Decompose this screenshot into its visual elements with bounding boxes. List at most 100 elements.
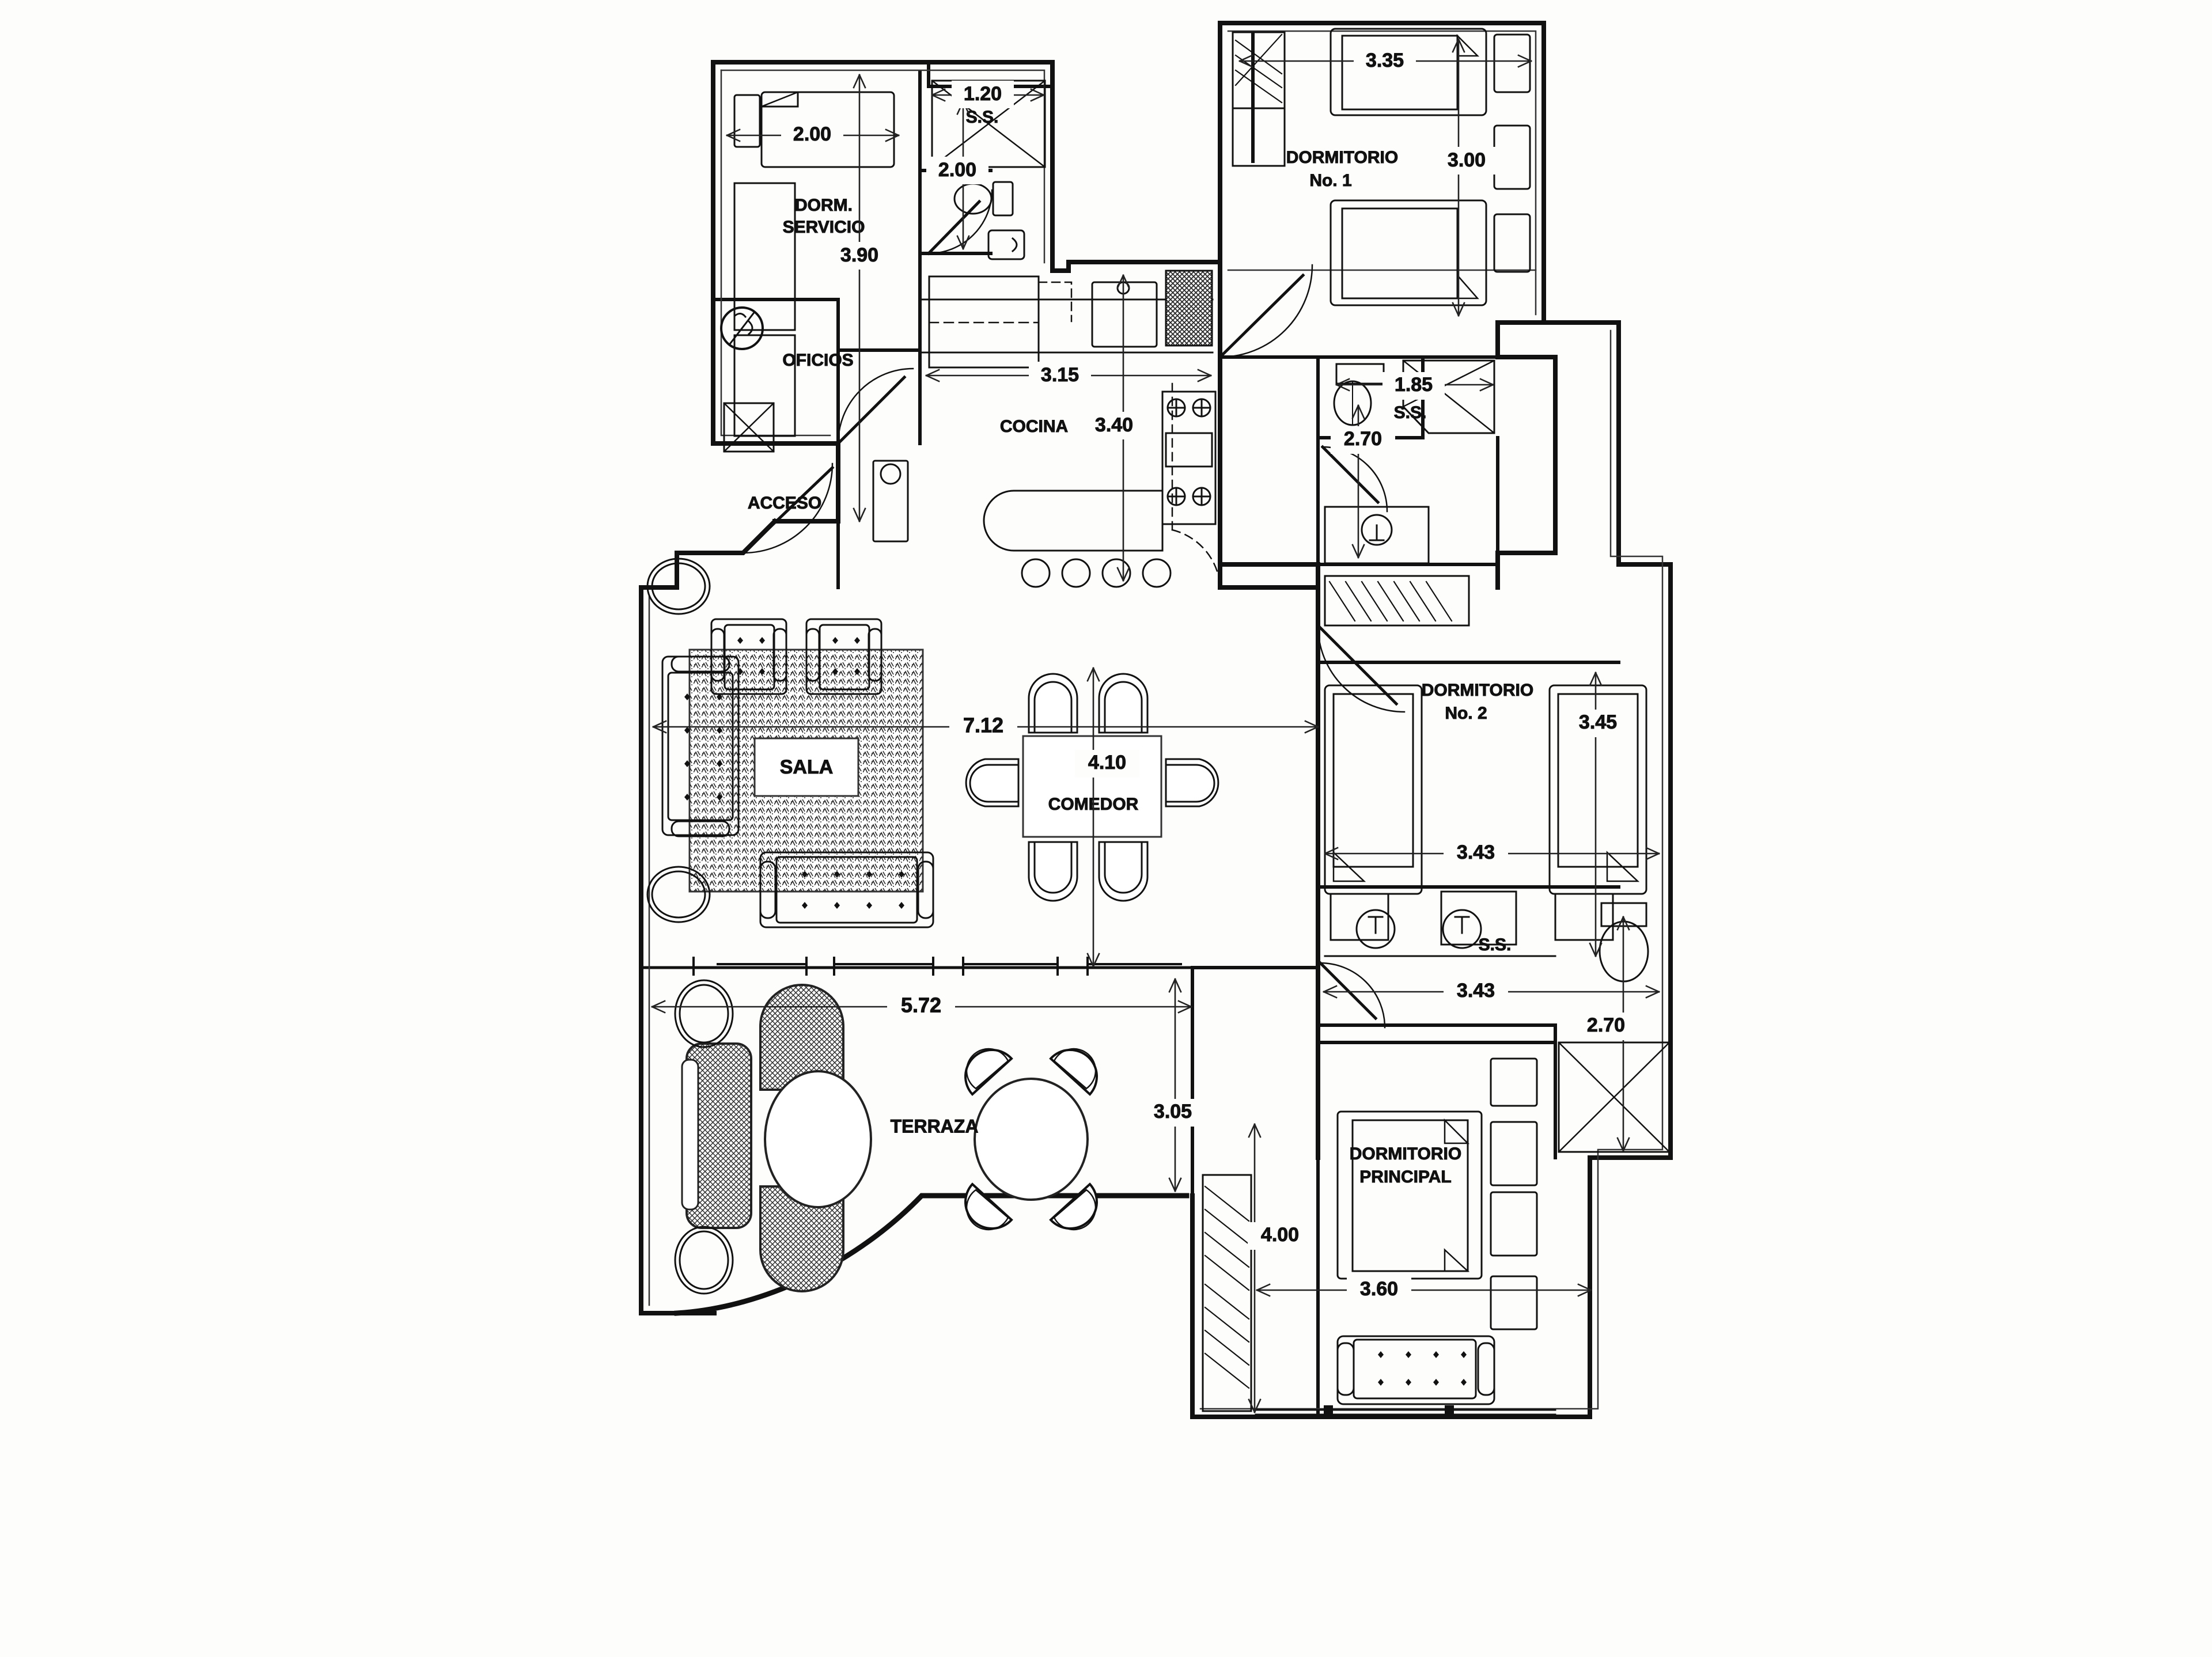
sofa-icon (661, 655, 740, 837)
room-cocina: COCINA (921, 264, 1313, 588)
patio-chair-icon (1049, 1182, 1099, 1231)
dresser-icon (1440, 890, 1517, 946)
sofa-icon (759, 851, 934, 928)
dim-label-ss-dorm1-h: 2.70 (1344, 428, 1382, 450)
twin-bed-icon (1330, 199, 1531, 306)
room-label-dorm2-l1: DORMITORIO (1422, 681, 1533, 700)
refrigerator-icon (928, 275, 1073, 369)
patio-round-table-icon (974, 1078, 1089, 1201)
dining-chair-icon (1028, 673, 1078, 734)
room-label-cocina: COCINA (1000, 417, 1068, 436)
dim-label-cocina-h: 3.40 (1095, 414, 1133, 436)
shower-icon (1558, 1041, 1671, 1153)
closet-hatch-icon (723, 402, 775, 453)
twin-bed-icon (1548, 684, 1647, 941)
door-swing-icon (1218, 264, 1313, 359)
dim-label-sala-w: 7.12 (963, 714, 1003, 737)
armchair-icon (805, 618, 882, 695)
dim-label-principal-w: 3.60 (1360, 1278, 1398, 1300)
dim-label-dorm1-h: 3.00 (1448, 149, 1486, 171)
dim-label-dorm2-h: 3.45 (1579, 711, 1617, 733)
room-label-ss-servicio: S.S. (966, 108, 999, 127)
dim-label-dorm2-w: 3.43 (1457, 841, 1495, 863)
dimension-labels: 1.20 2.00 2.00 3.90 3.15 3.40 3.35 3.00 … (781, 47, 1638, 1304)
door-swing-icon (741, 462, 835, 555)
dim-label-terraza-h: 3.05 (1154, 1101, 1192, 1123)
room-label-oficios: OFICIOS (782, 351, 853, 370)
railing-icon (692, 957, 1182, 976)
wicker-chair-icon (759, 984, 844, 1091)
kitchen-sink-icon (1091, 281, 1158, 348)
counter-icon (921, 298, 1214, 354)
twin-bed-icon (1330, 28, 1531, 116)
wicker-chair-icon (759, 1185, 844, 1292)
room-label-dorm-servicio-l2: SERVICIO (783, 218, 865, 237)
room-label-terraza: TERRAZA (891, 1116, 979, 1136)
oval-coffee-table-icon (764, 1070, 872, 1208)
dim-label-principal-h: 4.00 (1261, 1224, 1299, 1246)
dim-label-dorm-servicio-w: 2.00 (793, 123, 831, 145)
dim-label-ss-dorm1-w: 1.85 (1395, 374, 1433, 396)
room-label-ss-principal: S.S. (1479, 935, 1512, 954)
nightstand-icon (1493, 124, 1531, 190)
dining-chair-icon (1098, 841, 1149, 902)
patio-chair-icon (964, 1182, 1013, 1231)
lavatory-icon (987, 229, 1025, 260)
dining-chair-icon (1165, 758, 1219, 807)
closet-hatch-icon (1232, 31, 1286, 167)
single-bed-icon (733, 91, 895, 168)
room-sala: SALA (646, 558, 934, 928)
dim-label-terraza-w: 5.72 (901, 994, 941, 1017)
lavatory-icon (1324, 909, 1556, 957)
door-swing-icon (1318, 961, 1386, 1029)
patio-chair-icon (1049, 1048, 1099, 1096)
stove-burners-icon (1161, 390, 1217, 525)
room-ss-principal: S.S. (1318, 902, 1671, 1153)
window-icon (1255, 1405, 1556, 1419)
cabinet-hatch-icon (1165, 270, 1213, 347)
plant-icon (646, 558, 711, 615)
bar-counter-icon (983, 490, 1164, 552)
room-terraza: TERRAZA (674, 957, 1182, 1295)
plant-icon (646, 866, 711, 923)
sofa-icon (1336, 1335, 1495, 1405)
dining-chair-icon (965, 758, 1020, 807)
patio-chair-icon (964, 1048, 1013, 1096)
closet-hatch-icon (1202, 1174, 1252, 1412)
washing-machine-icon (720, 306, 764, 350)
room-comedor: COMEDOR (965, 673, 1219, 902)
lavatory-icon (1324, 506, 1430, 564)
hall-closet (1324, 575, 1470, 627)
dim-label-ss-servicio-h: 2.00 (938, 159, 976, 181)
dim-label-cocina-w: 3.15 (1041, 364, 1079, 386)
room-dorm-servicio: DORM. SERVICIO (720, 91, 895, 453)
door-swing-icon (836, 367, 914, 446)
wardrobe-icon (733, 182, 796, 437)
room-label-dorm-servicio-l1: DORM. (795, 196, 853, 215)
plant-icon (674, 979, 734, 1048)
dim-label-dorm-servicio-h: 3.90 (840, 244, 878, 266)
plant-icon (674, 1226, 734, 1295)
room-label-principal-l2: PRINCIPAL (1359, 1167, 1451, 1186)
bar-stools-icon (1021, 558, 1172, 588)
room-label-ss-dorm1: S.S. (1394, 403, 1427, 422)
wicker-sofa-icon (681, 1042, 752, 1229)
room-label-acceso: ACCESO (748, 494, 821, 513)
dim-label-ss-principal-h: 2.70 (1587, 1014, 1625, 1036)
room-label-principal-l1: DORMITORIO (1350, 1144, 1461, 1163)
door-swing-icon (1171, 379, 1221, 586)
room-label-sala: SALA (780, 756, 834, 778)
room-oficios: OFICIOS (782, 350, 914, 446)
room-label-dorm1-l2: No. 1 (1309, 171, 1351, 190)
dim-label-comedor-h: 4.10 (1088, 752, 1126, 773)
room-ss-dorm1: S.S. (1320, 359, 1495, 564)
dining-chair-icon (1028, 841, 1078, 902)
room-dormitorio-principal: DORMITORIO PRINCIPAL (1202, 1057, 1556, 1419)
room-dormitorio-2: DORMITORIO No. 2 (1324, 680, 1647, 946)
door-swing-icon (926, 189, 993, 256)
door-swing-icon (1320, 445, 1388, 513)
room-acceso: ACCESO (741, 460, 909, 555)
dining-chair-icon (1098, 673, 1149, 734)
